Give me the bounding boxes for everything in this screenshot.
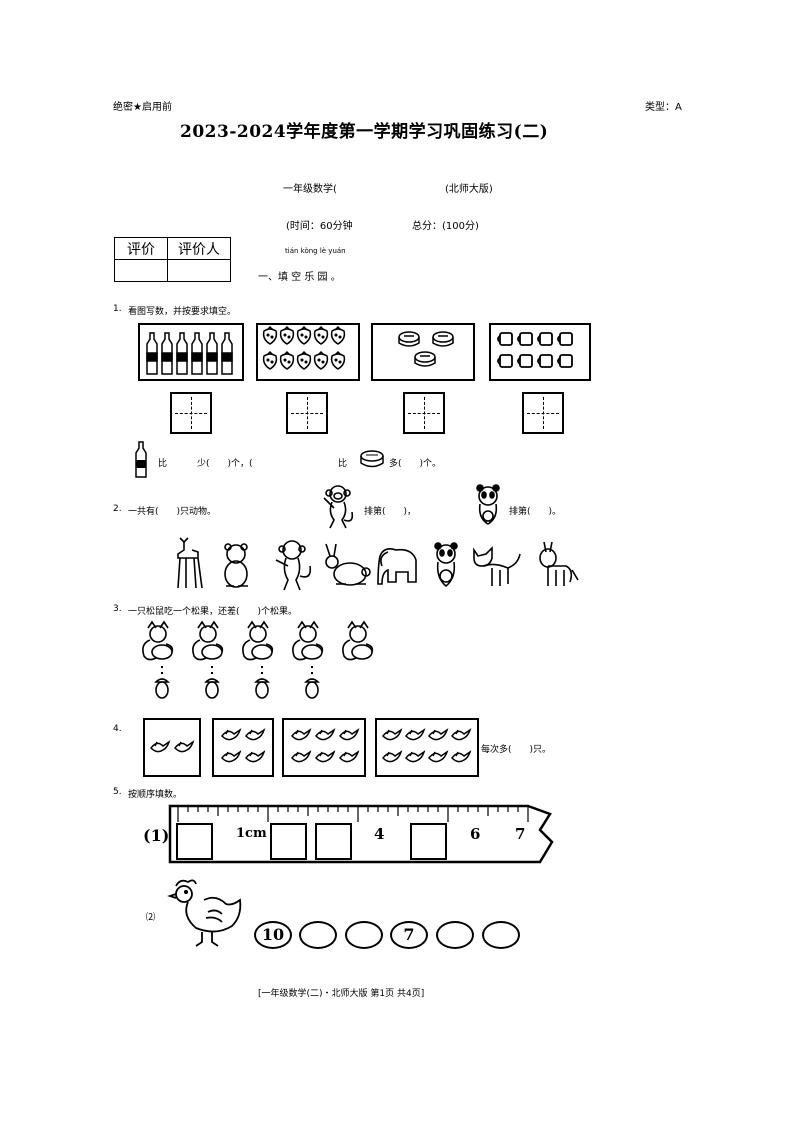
page-title: 2023-2024学年度第一学期学习巩固练习(二) [180, 122, 549, 142]
ruler-blank-4[interactable] [410, 823, 447, 860]
evaluator-cell[interactable] [167, 259, 231, 282]
mooncake-icon [398, 331, 454, 367]
ruler-blank-3[interactable] [315, 823, 352, 860]
type-label: 类型：A [645, 102, 682, 113]
bear-icon [224, 543, 248, 588]
subject-label: 一年级数学( [283, 184, 337, 195]
q4-number: 4. [113, 724, 122, 734]
ruler-blank-2[interactable] [270, 823, 307, 860]
monkey-icon [323, 485, 354, 529]
q2-rank1: 排第( )， [364, 507, 417, 517]
q1-compare-a: 比 [158, 459, 168, 469]
q2-rank2: 排第( )。 [509, 507, 562, 517]
q3-text: 一只松鼠吃一个松果，还差( )个松果。 [128, 607, 298, 617]
bird-icon [291, 729, 359, 763]
bird-icon [221, 729, 265, 763]
q1-compare-c: 比 [338, 459, 348, 469]
animal-row [177, 537, 579, 591]
bottle-icon [146, 332, 233, 375]
q1-text: 看图写数，并按要求填空。 [128, 307, 237, 317]
cup-icon [497, 332, 573, 368]
page-footer: [一年级数学(二)・北师大版 第1页 共4页] [258, 989, 425, 999]
evaluator-header: 评价人 [167, 237, 231, 260]
cat-icon [473, 546, 521, 586]
elephant-icon [377, 548, 417, 585]
answer-box-mooncakes[interactable] [403, 392, 445, 434]
ruler-num-6: 6 [470, 825, 481, 843]
monkey-icon [275, 540, 312, 591]
answer-box-cups[interactable] [522, 392, 564, 434]
q2-number: 2. [113, 504, 122, 514]
cups-box [489, 323, 591, 381]
birds-box-4 [212, 718, 274, 777]
deer-icon [177, 537, 203, 589]
panda-icon [476, 484, 500, 525]
bottles-box [138, 323, 244, 381]
strawberry-icon [262, 325, 346, 370]
sequence-oval-4: 7 [390, 921, 428, 949]
mooncakes-box [371, 323, 475, 381]
q1-number: 1. [113, 304, 122, 314]
ruler-num-4: 4 [374, 825, 385, 843]
mooncake-icon [360, 450, 384, 468]
q1-compare-d: 多( )个。 [389, 459, 442, 469]
score-label: 总分：(100分) [412, 221, 479, 232]
bottle-icon [135, 441, 147, 478]
sequence-oval-1: 10 [254, 921, 292, 949]
sequence-oval-3[interactable] [345, 921, 383, 949]
evaluation-table: 评价 评价人 [114, 237, 231, 282]
bird-icon [150, 741, 194, 753]
birds-box-8 [375, 718, 479, 777]
q5-text: 按顺序填数。 [128, 790, 183, 800]
section-title: 一、填 空 乐 园 。 [258, 272, 341, 283]
sequence-oval-5[interactable] [436, 921, 474, 949]
hen-icon [167, 879, 242, 947]
answer-box-bottles[interactable] [170, 392, 212, 434]
eval-header: 评价 [114, 237, 168, 260]
birds-box-2 [143, 718, 201, 777]
q5-number: 5. [113, 787, 122, 797]
secret-label: 绝密★启用前 [113, 102, 172, 113]
q2-text: 一共有( )只动物。 [128, 507, 217, 517]
panda-icon [434, 542, 458, 588]
sequence-oval-6[interactable] [482, 921, 520, 949]
q4-text: 每次多( )只。 [481, 745, 552, 755]
q5-part1-label: (1) [143, 826, 170, 845]
sequence-oval-2[interactable] [299, 921, 337, 949]
eval-cell[interactable] [114, 259, 168, 282]
ruler-num-7: 7 [515, 825, 526, 843]
q1-compare-b: 少( )个，( [197, 459, 253, 469]
strawberries-box [256, 323, 360, 381]
ruler-icon [168, 804, 554, 864]
section-pinyin: tián kòng lè yuán [285, 247, 346, 255]
q3-number: 3. [113, 604, 122, 614]
birds-box-6 [282, 718, 366, 777]
time-label: (时间：60分钟 [286, 221, 353, 232]
ruler-blank-1[interactable] [176, 823, 213, 860]
squirrel-acorn-group [142, 621, 374, 699]
rabbit-icon [325, 543, 371, 586]
bird-icon [382, 729, 471, 763]
answer-box-strawberries[interactable] [286, 392, 328, 434]
q5-part2-label: ⑵ [146, 913, 156, 923]
ruler-unit: 1cm [236, 826, 267, 841]
donkey-icon [539, 541, 579, 586]
edition-label: (北师大版) [445, 184, 493, 195]
